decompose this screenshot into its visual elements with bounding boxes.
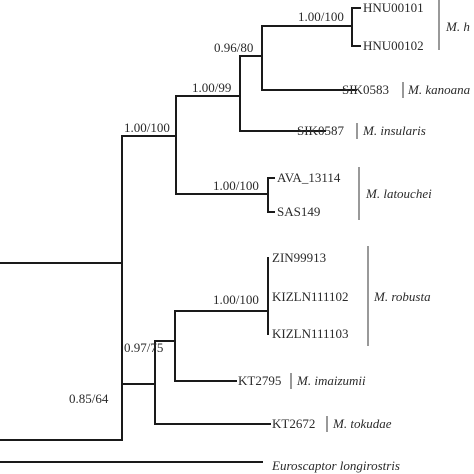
support-latouchei: 1.00/100 — [213, 178, 259, 193]
species-outgroup: Euroscaptor longirostris — [271, 458, 400, 473]
tip-kizln111103: KIZLN111103 — [272, 326, 349, 341]
tip-kt2795: KT2795 — [238, 373, 281, 388]
tip-sas149: SAS149 — [277, 204, 320, 219]
species-labels: M. h M. kanoana M. insularis M. latouche… — [271, 19, 471, 473]
tip-sik0587: SIK0587 — [297, 123, 344, 138]
species-brackets — [290, 0, 440, 432]
tip-ava13114: AVA_13114 — [277, 170, 341, 185]
tip-zin99913: ZIN99913 — [272, 250, 326, 265]
tip-hnu00101: HNU00101 — [363, 0, 424, 15]
tip-labels: HNU00101 HNU00102 SIK0583 SIK0587 AVA_13… — [238, 0, 424, 431]
species-m-kanoana: M. kanoana — [407, 82, 471, 97]
tip-hnu00102: HNU00102 — [363, 38, 424, 53]
support-sik-group: 1.00/99 — [192, 80, 231, 95]
tip-kizln111102: KIZLN111102 — [272, 289, 349, 304]
species-m-robusta: M. robusta — [373, 289, 431, 304]
node-support-labels: 1.00/100 0.96/80 1.00/99 1.00/100 1.00/1… — [69, 9, 344, 406]
support-hnu: 1.00/100 — [298, 9, 344, 24]
support-robusta: 1.00/100 — [213, 292, 259, 307]
support-lower: 0.85/64 — [69, 391, 109, 406]
tip-kt2672: KT2672 — [272, 416, 315, 431]
species-m-insularis: M. insularis — [362, 123, 426, 138]
support-robusta-imaizumii: 0.97/75 — [124, 340, 163, 355]
support-hnu-sik0583: 0.96/80 — [214, 40, 253, 55]
tip-sik0583: SIK0583 — [342, 82, 389, 97]
species-m-tokudae: M. tokudae — [332, 416, 392, 431]
species-m-h: M. h — [445, 19, 470, 34]
tree-branches — [0, 7, 361, 463]
species-m-imaizumii: M. imaizumii — [296, 373, 366, 388]
species-m-latouchei: M. latouchei — [365, 186, 432, 201]
support-upper: 1.00/100 — [124, 120, 170, 135]
